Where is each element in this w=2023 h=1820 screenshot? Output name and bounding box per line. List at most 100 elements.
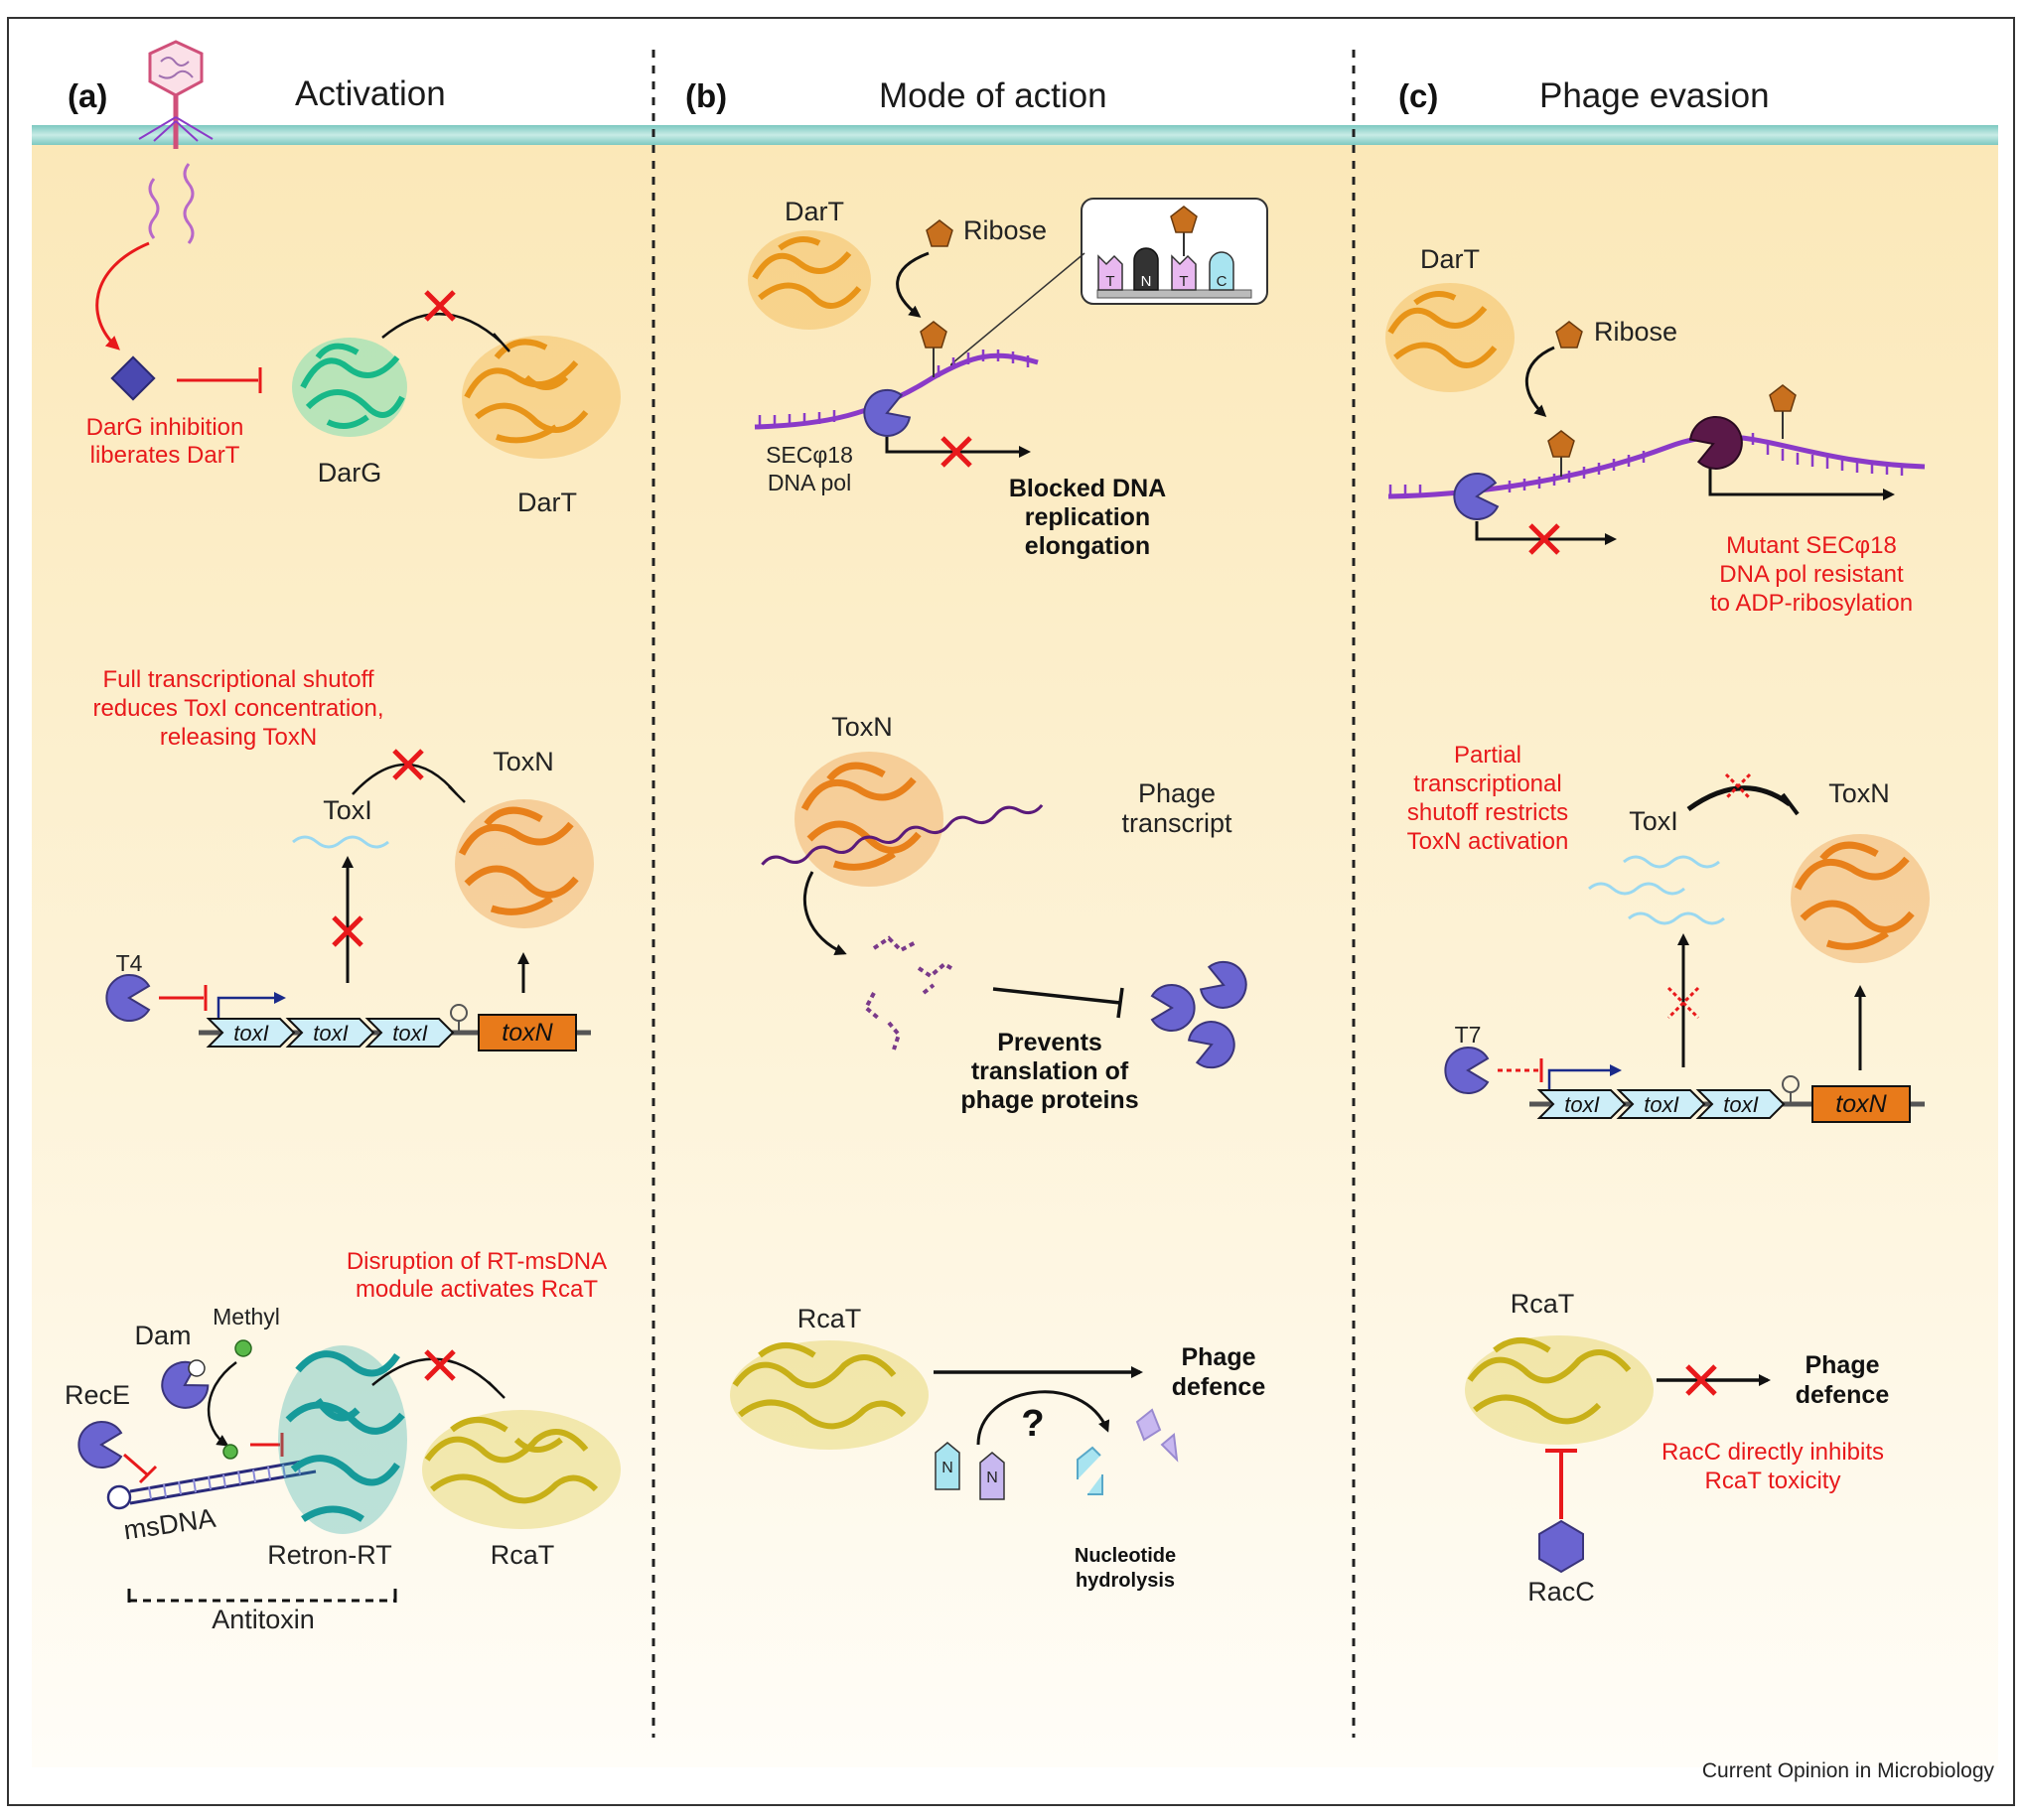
darg-note-1: DarG inhibition — [86, 414, 244, 441]
retron-rt-label: Retron-RT — [267, 1540, 392, 1570]
msdna-hairpin-icon — [106, 1458, 317, 1510]
partial-note-3: shutoff restricts — [1407, 799, 1568, 826]
inset-base-label-2: N — [1141, 273, 1152, 290]
toxi-rna-icon-c — [1588, 855, 1725, 925]
dam-binding-icon — [188, 1359, 206, 1377]
hydrolysis-label-1: Nucleotide — [1075, 1545, 1176, 1567]
racc-note-2: RcaT toxicity — [1705, 1468, 1841, 1494]
ribosylation-arrow-b — [896, 251, 930, 318]
translation-inhibit-line — [992, 987, 1121, 1005]
rcat-note-2: module activates RcaT — [356, 1276, 598, 1303]
dashed-cross-icon — [1666, 986, 1700, 1020]
toxn-gene — [478, 1014, 577, 1051]
phage-dna-2 — [183, 163, 195, 244]
dart-protein-icon-b — [748, 230, 871, 330]
rece-inhibit-bar — [138, 1465, 158, 1484]
toxi-gene-label-c2: toxI — [1644, 1092, 1678, 1117]
dart-protein-icon-a — [462, 336, 621, 459]
cell-membrane — [32, 125, 1998, 145]
toxi-gene-label-c1: toxI — [1564, 1092, 1599, 1117]
ribose-label-b: Ribose — [963, 215, 1047, 245]
toxi-gene-label-3: toxI — [392, 1021, 427, 1046]
inset-base-label-3: T — [1179, 273, 1188, 290]
rece-inhibit-line — [123, 1453, 148, 1476]
toxn-note-3: releasing ToxN — [160, 724, 317, 751]
toxn-note-1: Full transcriptional shutoff — [102, 666, 373, 693]
mutant-dna-pol-icon — [1688, 415, 1743, 470]
retron-rcat-bar — [488, 1381, 506, 1399]
pol-label-b-2: DNA pol — [768, 470, 851, 495]
toxn-gene-label: toxN — [502, 1019, 553, 1047]
panel-a-title: Activation — [295, 74, 446, 113]
toxi-toxn-bar-c — [1781, 792, 1800, 816]
rcat-protein-icon-b — [730, 1340, 929, 1450]
toxn-protein-icon-b — [795, 752, 943, 887]
toxn-note-2: reduces ToxI concentration, — [92, 695, 383, 722]
t4-label: T4 — [116, 950, 143, 976]
elongation-arrow-c1 — [1475, 521, 1617, 545]
racc-note-1: RacC directly inhibits — [1662, 1439, 1884, 1466]
blocked-label-2: replication — [1025, 503, 1150, 531]
dam-label: Dam — [134, 1321, 191, 1350]
rece-label: RecE — [65, 1380, 130, 1410]
darg-label: DarG — [318, 458, 382, 488]
toxi-gene-c1 — [1536, 1089, 1627, 1119]
methyl-site-icon — [222, 1444, 238, 1460]
mutant-note-2: DNA pol resistant — [1719, 561, 1904, 588]
inset-base-n — [1133, 247, 1159, 291]
dart-protein-icon-c — [1385, 283, 1515, 392]
transcript-label-1: Phage — [1138, 778, 1216, 808]
hydrolysis-label-2: hydrolysis — [1076, 1570, 1175, 1592]
toxn-gene-label-c: toxN — [1835, 1090, 1887, 1118]
racc-hexagon-icon — [1538, 1519, 1584, 1574]
panel-c-letter: (c) — [1398, 77, 1438, 114]
toxi-gene-label-2: toxI — [313, 1021, 348, 1046]
toxn-protein-icon-c — [1791, 834, 1930, 963]
rcat-note-1: Disruption of RT-msDNA — [347, 1248, 607, 1275]
panel-a-letter: (a) — [68, 77, 107, 114]
phage-dna-1 — [148, 178, 160, 239]
toxn-label-a: ToxN — [493, 747, 554, 776]
methyl-label: Methyl — [213, 1304, 280, 1330]
pol-label-b-1: SECφ18 — [766, 442, 853, 468]
panel-c-title: Phage evasion — [1539, 76, 1770, 115]
prevents-label-1: Prevents — [997, 1029, 1102, 1056]
toxi-label-c: ToxI — [1629, 806, 1678, 836]
toxi-gene-c3 — [1695, 1089, 1786, 1119]
inset-base-label-4: C — [1217, 273, 1228, 290]
question-mark: ? — [1021, 1403, 1044, 1445]
hydrolysis-arrow — [976, 1390, 1110, 1446]
journal-footer: Current Opinion in Microbiology — [1702, 1759, 1995, 1782]
ribosylation-arrow-c — [1524, 346, 1555, 418]
blocked-label-1: Blocked DNA — [1009, 475, 1166, 502]
defence-label-c-2: defence — [1796, 1381, 1890, 1409]
toxi-gene-1 — [206, 1018, 296, 1048]
elongation-arrow-c2 — [1708, 469, 1895, 500]
cell-background — [32, 139, 1998, 1767]
prevents-label-3: phage proteins — [960, 1086, 1138, 1114]
antitoxin-label: Antitoxin — [212, 1605, 315, 1634]
inset-base-c — [1209, 251, 1234, 291]
blocked-label-3: elongation — [1025, 532, 1150, 560]
nucleotide-icon-2 — [979, 1452, 1005, 1500]
hydrolyzed-nucleotide-fragments — [1077, 1408, 1179, 1495]
toxi-gene-c2 — [1616, 1089, 1706, 1119]
promoter-arrow-a — [217, 992, 286, 1023]
cleaved-rna-fragments — [863, 935, 956, 1050]
retron-rt-protein-icon — [278, 1345, 407, 1534]
racc-label: RacC — [1527, 1577, 1595, 1607]
mutant-note-3: to ADP-ribosylation — [1710, 590, 1913, 617]
toxn-label-c: ToxN — [1828, 778, 1890, 808]
dart-label-c: DarT — [1420, 244, 1480, 274]
panel-b-letter: (b) — [685, 77, 727, 114]
darg-dart-inhibit-bar — [493, 333, 510, 352]
terminator-icon — [450, 1004, 468, 1033]
terminator-icon-c — [1782, 1075, 1800, 1104]
panel-b-title: Mode of action — [879, 76, 1107, 115]
toxi-toxn-bar — [448, 785, 466, 803]
methyl-icon — [234, 1339, 252, 1357]
elongation-arrow-b — [885, 437, 1031, 458]
inset-base-t1 — [1097, 254, 1123, 291]
